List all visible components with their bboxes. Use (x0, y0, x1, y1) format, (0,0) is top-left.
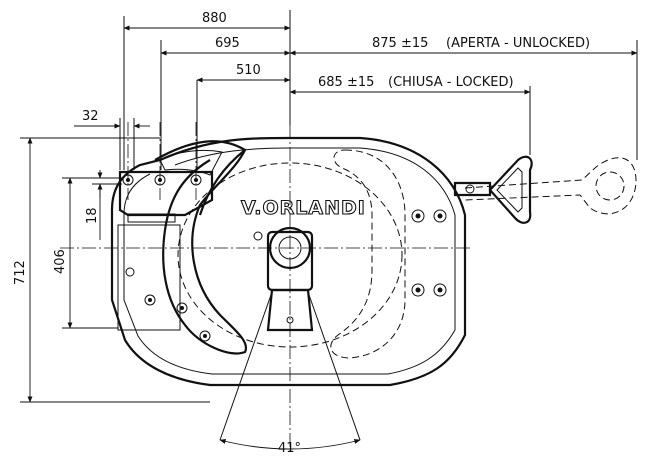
horizontal-dimensions: 880 695 875 ±15 (APERTA - UNLOCKED) 510 … (74, 10, 638, 170)
lower-left-plate (117, 224, 181, 331)
release-handle-open-grip (595, 171, 625, 201)
handle-grip (488, 155, 533, 224)
throat-outer (154, 140, 248, 355)
dim-406: 406 (53, 249, 68, 274)
dim-875-note: (APERTA - UNLOCKED) (446, 36, 590, 51)
release-handle-open-position (464, 157, 637, 215)
throat-lip (159, 149, 223, 176)
handle-pin (465, 184, 475, 194)
right-kidney-slot (330, 149, 406, 359)
dim-510: 510 (236, 63, 261, 78)
dim-685-note: (CHIUSA - LOCKED) (388, 75, 514, 90)
dim-875: 875 ±15 (372, 36, 428, 51)
bolt (144, 294, 156, 306)
body-outline (110, 136, 467, 387)
bolt (411, 283, 425, 297)
bolt (433, 283, 447, 297)
vertical-dimensions: 712 406 18 (13, 137, 210, 403)
bolt (433, 209, 447, 223)
dim-18: 18 (85, 207, 100, 224)
body-inner-outline (123, 147, 456, 375)
kingpin-hub (253, 226, 314, 332)
bolt (199, 330, 211, 342)
dim-712: 712 (13, 260, 28, 285)
left-plate-slot (127, 213, 176, 223)
dim-695: 695 (215, 36, 240, 51)
bolt (411, 209, 425, 223)
handle-grip-inner (496, 167, 523, 213)
angle-41: 41° (219, 291, 361, 456)
throat-inner-curve (198, 149, 246, 216)
brand-logo: V.ORLANDI (241, 197, 366, 219)
bolt (125, 267, 135, 277)
handle-rod (453, 181, 492, 197)
coupling-body (110, 136, 467, 387)
lower-bracket (266, 288, 314, 332)
angle-label: 41° (278, 441, 301, 456)
release-handle (453, 155, 533, 224)
jaw-throat (154, 140, 248, 355)
hidden-features (177, 149, 637, 359)
bolt (176, 302, 188, 314)
dim-685: 685 ±15 (318, 75, 374, 90)
dim-880: 880 (202, 11, 227, 26)
dim-32: 32 (82, 109, 99, 124)
hub-small-hole (253, 231, 263, 241)
centre-lines (60, 122, 470, 452)
